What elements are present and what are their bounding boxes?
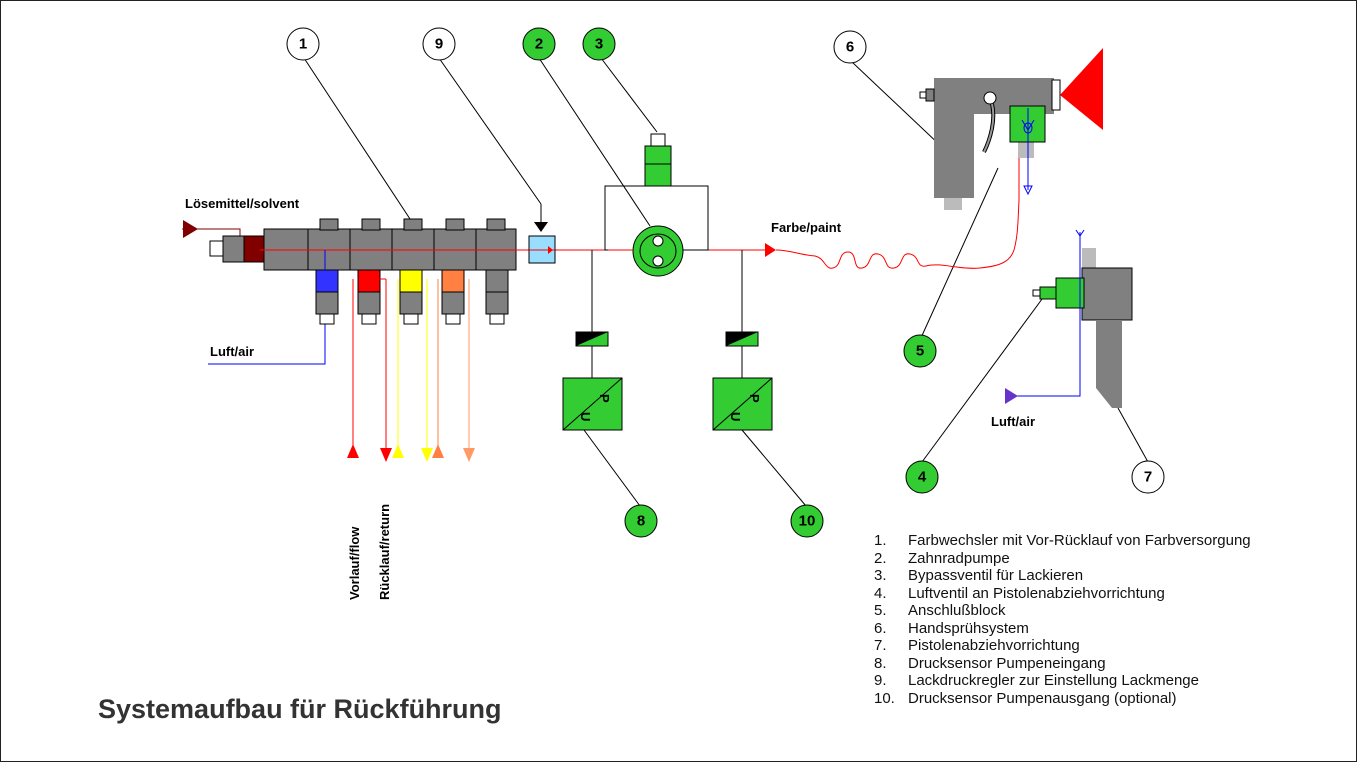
svg-text:7: 7 — [1144, 469, 1152, 486]
svg-text:1: 1 — [299, 36, 307, 53]
label-paint: Farbe/paint — [771, 220, 842, 235]
legend-item-text: Handsprühsystem — [908, 619, 1029, 637]
color-valves — [315, 269, 509, 325]
legend-item-text: Zahnradpumpe — [908, 549, 1010, 567]
sensor-branches — [575, 250, 759, 378]
legend-item-text: Lackdruckregler zur Einstellung Lackmeng… — [908, 672, 1199, 689]
label-air-left: Luft/air — [210, 344, 254, 359]
legend-item-text: Bypassventil für Lackieren — [908, 567, 1084, 584]
flow-return-lines — [352, 278, 470, 456]
legend-item-text: Pistolenabziehvorrichtung — [908, 637, 1080, 654]
svg-text:6: 6 — [846, 39, 854, 56]
legend-item-number: 8. — [874, 654, 887, 672]
svg-text:10: 10 — [799, 513, 816, 530]
legend-item-number: 10. — [874, 689, 895, 707]
legend-item-number: 9. — [874, 672, 887, 689]
callout-6: 6 — [833, 30, 867, 64]
legend-item-number: 7. — [874, 637, 887, 654]
svg-text:3: 3 — [595, 36, 603, 53]
svg-text:2: 2 — [535, 36, 543, 53]
legend-item-text: Drucksensor Pumpenausgang (optional) — [908, 689, 1177, 707]
pu-8-u: U — [578, 412, 593, 421]
legend-item: 8. Drucksensor Pumpeneingang — [874, 655, 1251, 673]
callout-4: 4 — [905, 460, 939, 494]
callout-3: 3 — [582, 27, 616, 61]
callout-10: 10 — [790, 504, 824, 538]
pu-10-u: U — [728, 412, 743, 421]
label-return: Rücklauf/return — [377, 504, 392, 600]
sensor-pu-8: P U — [562, 377, 623, 431]
label-solvent: Lösemittel/solvent — [185, 196, 300, 211]
legend-item-text: Luftventil an Pistolenabziehvorrichtung — [908, 584, 1165, 602]
callout-7: 7 — [1131, 460, 1165, 494]
legend-item: 3. Bypassventil für Lackieren — [874, 567, 1251, 585]
callout-8: 8 — [624, 504, 658, 538]
callout-1: 1 — [286, 27, 320, 61]
legend-item: 9. Lackdruckregler zur Einstellung Lackme… — [874, 672, 1251, 690]
legend-item: 4. Luftventil an Pistolenabziehvorrichtun… — [874, 585, 1251, 603]
label-air-right: Luft/air — [991, 414, 1035, 429]
leader-lines — [303, 57, 1149, 507]
svg-text:9: 9 — [435, 36, 443, 53]
legend-item-number: 5. — [874, 602, 887, 619]
legend-item: 2. Zahnradpumpe — [874, 550, 1251, 568]
legend-item: 1. Farbwechsler mit Vor-Rücklauf von Farb… — [874, 532, 1251, 550]
legend-item-text: Farbwechsler mit Vor-Rücklauf von Farbve… — [908, 532, 1251, 549]
flow-return-arrows — [347, 444, 475, 462]
callout-2: 2 — [522, 27, 556, 61]
pressure-regulator — [528, 204, 556, 264]
legend-item-text: Anschlußblock — [908, 602, 1006, 619]
legend-item-number: 4. — [874, 584, 887, 602]
legend-item: 6. Handsprühsystem — [874, 620, 1251, 638]
svg-text:5: 5 — [916, 343, 924, 360]
legend-item: 7. Pistolenabziehvorrichtung — [874, 637, 1251, 655]
callout-9: 9 — [422, 27, 456, 61]
legend-item-number: 6. — [874, 619, 887, 637]
legend-item-number: 1. — [874, 532, 887, 549]
sensor-pu-10: P U — [712, 377, 773, 431]
gun-holder — [1005, 229, 1133, 408]
pu-10-p: P — [747, 394, 762, 403]
legend-item: 10. Drucksensor Pumpenausgang (optional) — [874, 690, 1251, 708]
component-legend: 1. Farbwechsler mit Vor-Rücklauf von Farb… — [874, 532, 1251, 707]
svg-text:4: 4 — [918, 469, 927, 486]
solvent-arrow — [183, 220, 198, 238]
paint-arrow — [765, 243, 776, 257]
legend-item-text: Drucksensor Pumpeneingang — [908, 654, 1106, 672]
page-title: Systemaufbau für Rückführung — [98, 694, 502, 724]
gear-pump-assembly — [604, 133, 709, 277]
pu-8-p: P — [597, 394, 612, 403]
svg-text:8: 8 — [637, 513, 645, 530]
color-changer — [209, 218, 517, 271]
label-flow: Vorlauf/flow — [347, 526, 362, 600]
legend-item-number: 3. — [874, 567, 887, 584]
spray-gun — [919, 48, 1103, 210]
callout-5: 5 — [903, 334, 937, 368]
paint-hose — [775, 95, 1060, 269]
legend-item: 5. Anschlußblock — [874, 602, 1251, 620]
legend-item-number: 2. — [874, 549, 887, 567]
